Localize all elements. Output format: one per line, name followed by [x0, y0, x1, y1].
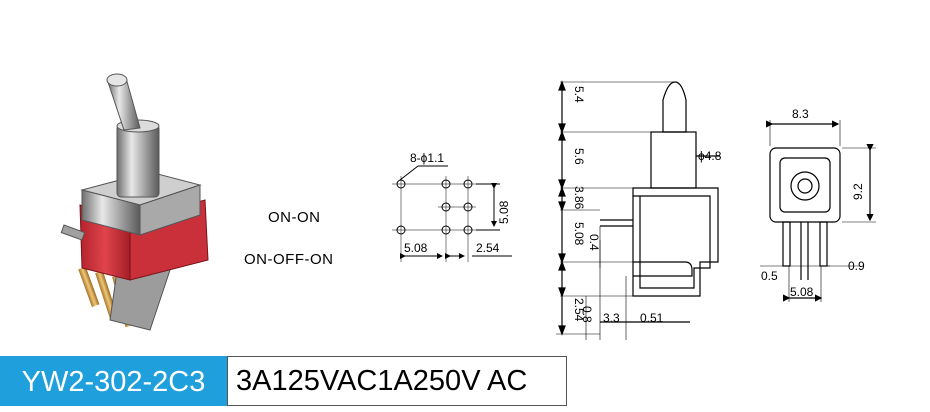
model-number-badge: YW2-302-2C3	[0, 356, 227, 406]
dim-col-pitch-right: 2.54	[476, 241, 500, 255]
dim-pin-right: 0.9	[848, 259, 865, 273]
dim-tip: 5.4	[572, 86, 586, 103]
dim-row-spacing: 5.08	[497, 200, 511, 224]
dim-height: 9.2	[851, 183, 865, 200]
front-view-drawing	[760, 120, 876, 302]
dim-offset: 3.3	[603, 311, 620, 325]
dim-body-top: 3.86	[572, 186, 586, 210]
dim-bushing: 5.6	[572, 148, 586, 165]
dim-width: 8.3	[792, 107, 809, 121]
dim-pin-left: 0.5	[761, 269, 778, 283]
switch-photo	[60, 73, 209, 331]
dim-bottom: 2.54	[572, 298, 586, 322]
dim-diameter: ϕ4.8	[698, 149, 722, 163]
hole-callout: 8-ϕ1.1	[410, 151, 444, 165]
dim-pin-width: 0.4	[587, 234, 601, 251]
dim-pin-thick: 0.8	[580, 306, 594, 323]
dim-pin-pitch: 5.08	[790, 285, 814, 299]
switch-mode-on-off-on: ON-OFF-ON	[244, 251, 334, 268]
switch-mode-on-on: ON-ON	[268, 209, 321, 226]
dim-offset2: 0.51	[640, 311, 664, 325]
side-view-drawing	[556, 80, 720, 340]
rating-label: 3A125VAC1A250V AC	[227, 356, 567, 406]
dim-body: 5.08	[572, 222, 586, 246]
pcb-layout-drawing: 8-ϕ1.1 5.08 5.08 2.54	[392, 151, 512, 262]
dim-col-pitch-left: 5.08	[404, 241, 428, 255]
